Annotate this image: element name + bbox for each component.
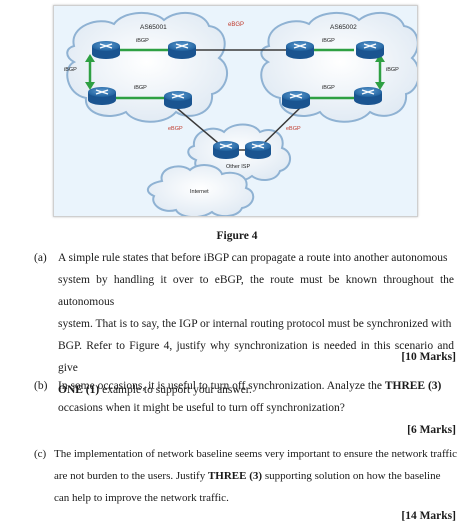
ibgp-right-side-label: iBGP bbox=[386, 67, 399, 73]
ibgp-left-top-label: iBGP bbox=[136, 38, 149, 44]
as65002-label: AS65002 bbox=[330, 24, 357, 31]
question-a-line: system. That is to say, the IGP or inter… bbox=[58, 318, 452, 330]
router-icon bbox=[88, 87, 116, 105]
ebgp-link-left-down bbox=[171, 103, 225, 149]
question-c-label: (c) bbox=[34, 448, 47, 460]
question-b-label: (b) bbox=[34, 380, 48, 392]
bgp-topology-diagram: AS65001 AS65002 eBGP iBGP iBGP iBGP iBGP… bbox=[64, 11, 417, 216]
question-a-line: BGP. Refer to Figure 4, justify why sync… bbox=[58, 340, 454, 374]
question-a-line: A simple rule states that before iBGP ca… bbox=[58, 252, 448, 264]
question-a: (a) A simple rule states that before iBG… bbox=[34, 247, 454, 396]
router-icon bbox=[213, 141, 239, 159]
question-b-text: In some occasions, it is useful to turn … bbox=[58, 375, 454, 419]
question-c-text: The implementation of network baseline s… bbox=[54, 443, 458, 509]
question-c: (c) The implementation of network baseli… bbox=[34, 443, 458, 509]
question-a-label: (a) bbox=[34, 252, 47, 264]
question-c-line: are not burden to the users. Justify THR… bbox=[54, 470, 441, 482]
question-c-line: The implementation of network baseline s… bbox=[54, 448, 458, 460]
ebgp-left-down-label: eBGP bbox=[168, 126, 183, 132]
figure-caption: Figure 4 bbox=[216, 230, 258, 242]
question-c-marks: [14 Marks] bbox=[401, 510, 456, 522]
ibgp-right-top-label: iBGP bbox=[322, 38, 335, 44]
question-b-line: In some occasions, it is useful to turn … bbox=[58, 380, 442, 392]
ebgp-right-down-label: eBGP bbox=[286, 126, 301, 132]
router-icon bbox=[356, 41, 384, 59]
ebgp-top-label: eBGP bbox=[228, 22, 244, 28]
question-a-line: ONE (1) example to support your answer. bbox=[58, 384, 252, 396]
internet-label: Internet bbox=[190, 189, 209, 195]
other-isp-label: Other ISP bbox=[226, 164, 250, 170]
question-b: (b) In some occasions, it is useful to t… bbox=[34, 375, 454, 419]
router-icon bbox=[282, 91, 310, 109]
question-a-text: A simple rule states that before iBGP ca… bbox=[58, 247, 454, 401]
question-b-line: occasions when it might be useful to tur… bbox=[58, 402, 345, 414]
network-figure: AS65001 AS65002 eBGP iBGP iBGP iBGP iBGP… bbox=[53, 5, 418, 217]
ibgp-left-side-label: iBGP bbox=[64, 67, 77, 73]
question-a-marks: [10 Marks] bbox=[401, 351, 456, 363]
question-b-marks: [6 Marks] bbox=[407, 424, 456, 436]
router-icon bbox=[168, 41, 196, 59]
internet-cloud bbox=[146, 164, 255, 216]
router-icon bbox=[286, 41, 314, 59]
router-icon bbox=[245, 141, 271, 159]
question-c-line: can help to improve the network traffic. bbox=[54, 492, 229, 504]
as65001-label: AS65001 bbox=[140, 24, 167, 31]
ibgp-right-bottom-label: iBGP bbox=[322, 85, 335, 91]
router-icon bbox=[164, 91, 192, 109]
router-icon bbox=[92, 41, 120, 59]
question-a-line: system by handling it over to eBGP, the … bbox=[58, 274, 454, 308]
ibgp-left-bottom-label: iBGP bbox=[134, 85, 147, 91]
ebgp-link-right-down bbox=[258, 103, 305, 149]
router-icon bbox=[354, 87, 382, 105]
